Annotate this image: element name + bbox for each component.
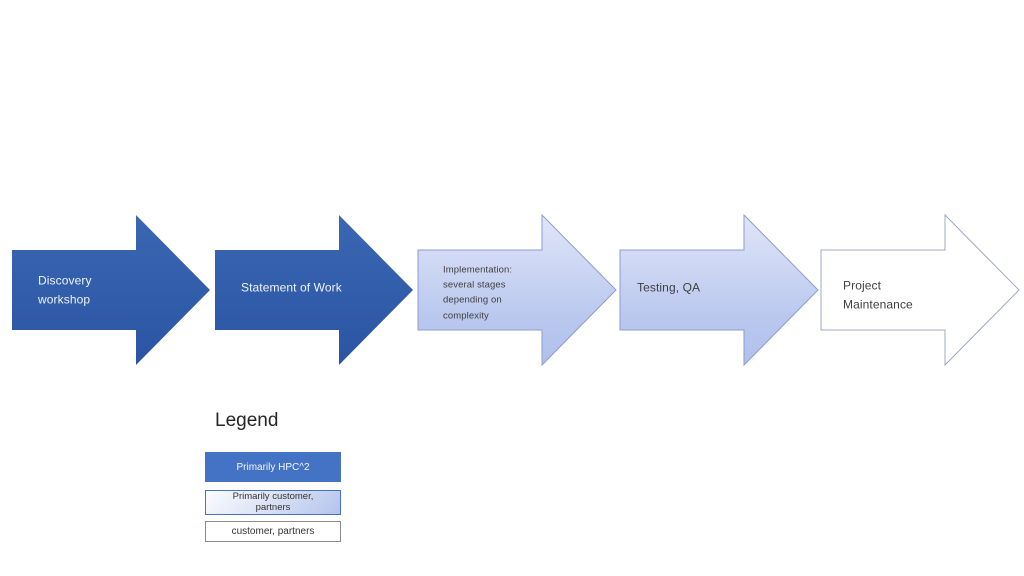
- step-label-project-maintenance: Project Maintenance: [843, 278, 913, 312]
- arrow-shape-project-maintenance: [820, 213, 1020, 367]
- step-label-testing-qa: Testing, QA: [637, 280, 701, 295]
- arrow-shape-discovery-workshop: [12, 215, 210, 365]
- step-label-statement-of-work: Statement of Work: [241, 280, 342, 295]
- arrow-shape-statement-of-work: [215, 215, 413, 365]
- legend-title: Legend: [215, 410, 279, 431]
- step-label-implementation: Implementation: several stages depending…: [443, 264, 513, 322]
- arrow-shape-implementation: [417, 213, 617, 367]
- step-label-discovery-workshop: Discovery workshop: [38, 273, 92, 307]
- legend-item-primarily-customer-partners: Primarily customer, partners: [205, 490, 341, 515]
- legend-item-primarily-hpc2: Primarily HPC^2: [205, 452, 341, 482]
- arrow-shape-testing-qa: [619, 213, 819, 367]
- legend-item-customer-partners: customer, partners: [205, 521, 341, 542]
